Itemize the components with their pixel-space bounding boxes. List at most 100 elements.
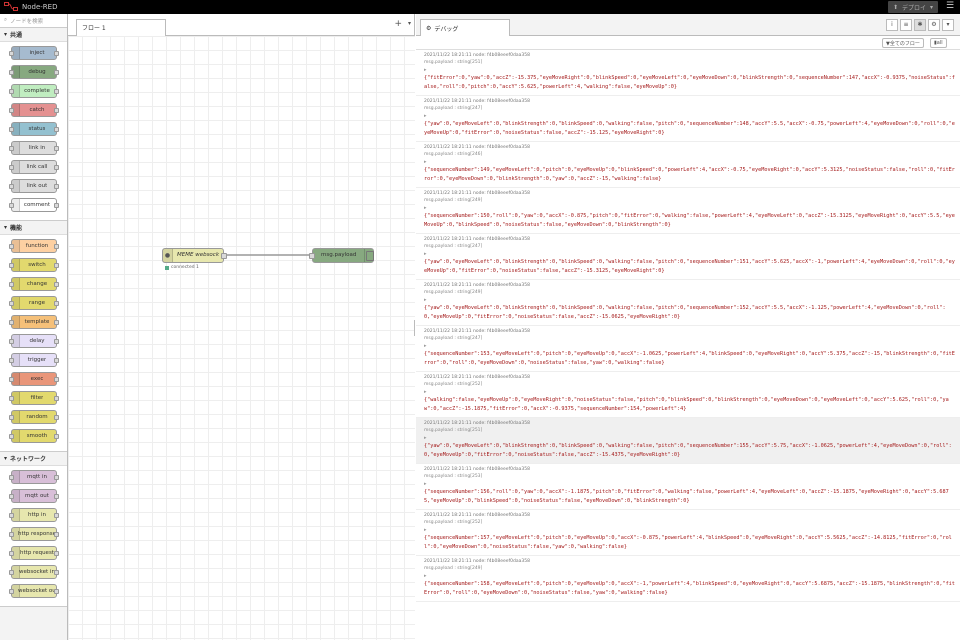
debug-message[interactable]: 2021/11/22 18:21:11 node: f4b08eeef0daa3… — [416, 50, 960, 96]
palette-node[interactable]: link out — [9, 179, 59, 193]
palette-node[interactable]: function — [9, 239, 59, 253]
debug-message-value[interactable]: {"yaw":0,"eyeMoveLeft":0,"blinkStrength"… — [424, 121, 955, 136]
deploy-button[interactable]: ⬆ デプロイ ▾ — [888, 1, 938, 13]
debug-message-value[interactable]: {"sequenceNumber":149,"eyeMoveLeft":0,"p… — [424, 167, 955, 182]
search-icon: ⌕ — [4, 17, 8, 23]
debug-tab-icon[interactable]: ✱ — [914, 19, 926, 31]
filter-button[interactable]: ▼全てのフロー — [882, 38, 924, 48]
palette-node[interactable]: delay — [9, 334, 59, 348]
palette-category-header[interactable]: ▾機能 — [0, 221, 67, 235]
palette-node[interactable]: filter — [9, 391, 59, 405]
debug-message[interactable]: 2021/11/22 18:21:11 node: f4b08eeef0daa3… — [416, 188, 960, 234]
debug-message[interactable]: 2021/11/22 18:21:11 node: f4b08eeef0daa3… — [416, 510, 960, 556]
clear-button[interactable]: ▮all — [930, 38, 947, 48]
main-menu-icon[interactable]: ☰ — [945, 1, 955, 11]
expand-arrow-icon[interactable]: ▸ — [424, 251, 427, 257]
tab-flow-1[interactable]: フロー 1 — [76, 19, 166, 36]
debug-message-value[interactable]: {"sequenceNumber":158,"eyeMoveLeft":0,"p… — [424, 581, 955, 596]
debug-message[interactable]: 2021/11/22 18:21:11 node: f4b08eeef0daa3… — [416, 326, 960, 372]
palette-node[interactable]: websocket in — [9, 565, 59, 579]
expand-arrow-icon[interactable]: ▸ — [424, 113, 427, 119]
input-port — [9, 263, 14, 268]
expand-arrow-icon[interactable]: ▸ — [424, 481, 427, 487]
palette-node[interactable]: switch — [9, 258, 59, 272]
palette-node[interactable]: link call — [9, 160, 59, 174]
search-input[interactable]: ノードを検索 — [10, 18, 44, 25]
palette-node-label: websocket in — [19, 569, 55, 575]
palette-node[interactable]: random — [9, 410, 59, 424]
input-port — [9, 89, 14, 94]
debug-message-list[interactable]: 2021/11/22 18:21:11 node: f4b08eeef0daa3… — [416, 50, 960, 640]
debug-message-value[interactable]: {"sequenceNumber":153,"eyeMoveLeft":0,"p… — [424, 351, 955, 366]
debug-message[interactable]: 2021/11/22 18:21:11 node: f4b08eeef0daa3… — [416, 96, 960, 142]
expand-arrow-icon[interactable]: ▸ — [424, 435, 427, 441]
debug-message[interactable]: 2021/11/22 18:21:11 node: f4b08eeef0daa3… — [416, 556, 960, 602]
debug-message-value[interactable]: {"yaw":0,"eyeMoveLeft":0,"blinkStrength"… — [424, 443, 952, 458]
palette-category-header[interactable]: ▾ネットワーク — [0, 452, 67, 466]
input-port[interactable] — [309, 253, 315, 259]
debug-node[interactable]: msg.payload — [309, 248, 374, 263]
debug-message-value[interactable]: {"walking":false,"eyeMoveUp":0,"eyeMoveR… — [424, 397, 949, 412]
expand-arrow-icon[interactable]: ▸ — [424, 527, 427, 533]
palette-node[interactable]: trigger — [9, 353, 59, 367]
palette-node-label: template — [24, 319, 50, 325]
palette-node[interactable]: mqtt in — [9, 470, 59, 484]
palette-node[interactable]: change — [9, 277, 59, 291]
debug-toggle-button[interactable] — [366, 251, 374, 261]
add-flow-icon[interactable]: + — [394, 19, 402, 29]
palette-node[interactable]: exec — [9, 372, 59, 386]
chevron-down-icon[interactable]: ▾ — [930, 3, 934, 11]
node-icon — [12, 430, 20, 442]
debug-message[interactable]: 2021/11/22 18:21:11 node: f4b08eeef0daa3… — [416, 464, 960, 510]
palette-node[interactable]: complete — [9, 84, 59, 98]
palette-node[interactable]: http response — [9, 527, 59, 541]
palette-node[interactable]: http in — [9, 508, 59, 522]
expand-arrow-icon[interactable]: ▸ — [424, 573, 427, 579]
debug-message-value[interactable]: {"sequenceNumber":156,"roll":0,"yaw":0,"… — [424, 489, 949, 504]
chevron-down-icon[interactable]: ▾ — [942, 19, 954, 31]
websock-node[interactable]: ● MEME websock — [162, 248, 227, 263]
debug-message-value[interactable]: {"fitError":0,"yaw":0,"accZ":-15.375,"ey… — [424, 75, 955, 90]
debug-message[interactable]: 2021/11/22 18:21:11 node: f4b08eeef0daa3… — [416, 418, 960, 464]
info-icon[interactable]: i — [886, 19, 898, 31]
expand-arrow-icon[interactable]: ▸ — [424, 297, 427, 303]
palette-node[interactable]: range — [9, 296, 59, 310]
debug-message[interactable]: 2021/11/22 18:21:11 node: f4b08eeef0daa3… — [416, 234, 960, 280]
debug-message[interactable]: 2021/11/22 18:21:11 node: f4b08eeef0daa3… — [416, 142, 960, 188]
expand-arrow-icon[interactable]: ▸ — [424, 67, 427, 73]
debug-message-value[interactable]: {"sequenceNumber":157,"eyeMoveLeft":0,"p… — [424, 535, 952, 550]
palette-node[interactable]: mqtt out — [9, 489, 59, 503]
expand-arrow-icon[interactable]: ▸ — [424, 343, 427, 349]
palette-category-header[interactable]: ▾共通 — [0, 28, 67, 42]
expand-arrow-icon[interactable]: ▸ — [424, 205, 427, 211]
chevron-down-icon[interactable]: ▾ — [407, 20, 411, 27]
palette-node[interactable]: smooth — [9, 429, 59, 443]
book-icon[interactable]: ≡ — [900, 19, 912, 31]
palette-node-label: filter — [30, 395, 44, 401]
palette-node[interactable]: status — [9, 122, 59, 136]
debug-message-value[interactable]: {"yaw":0,"eyeMoveLeft":0,"blinkStrength"… — [424, 305, 946, 320]
palette-node[interactable]: comment — [9, 198, 59, 212]
input-port — [9, 551, 14, 556]
tab-debug[interactable]: ⚙ デバッグ — [420, 19, 510, 36]
expand-arrow-icon[interactable]: ▸ — [424, 389, 427, 395]
debug-message-value[interactable]: {"yaw":0,"eyeMoveLeft":0,"blinkStrength"… — [424, 259, 955, 274]
output-port[interactable] — [221, 253, 227, 259]
output-port — [54, 551, 59, 556]
palette-node[interactable]: template — [9, 315, 59, 329]
palette-node[interactable]: catch — [9, 103, 59, 117]
debug-message[interactable]: 2021/11/22 18:21:11 node: f4b08eeef0daa3… — [416, 372, 960, 418]
debug-message[interactable]: 2021/11/22 18:21:11 node: f4b08eeef0daa3… — [416, 280, 960, 326]
palette-node[interactable]: http request — [9, 546, 59, 560]
expand-arrow-icon[interactable]: ▸ — [424, 159, 427, 165]
output-port — [54, 301, 59, 306]
flow-canvas[interactable]: ● MEME websock connected 1 msg.payload — [68, 36, 415, 640]
gear-icon[interactable]: ⚙ — [928, 19, 940, 31]
palette-search[interactable]: ⌕ ノードを検索 — [0, 14, 67, 28]
palette-node[interactable]: debug — [9, 65, 59, 79]
debug-message-value[interactable]: {"sequenceNumber":150,"roll":0,"yaw":0,"… — [424, 213, 955, 228]
palette-node[interactable]: websocket out — [9, 584, 59, 598]
output-port — [54, 108, 59, 113]
palette-node[interactable]: inject — [9, 46, 59, 60]
palette-node[interactable]: link in — [9, 141, 59, 155]
